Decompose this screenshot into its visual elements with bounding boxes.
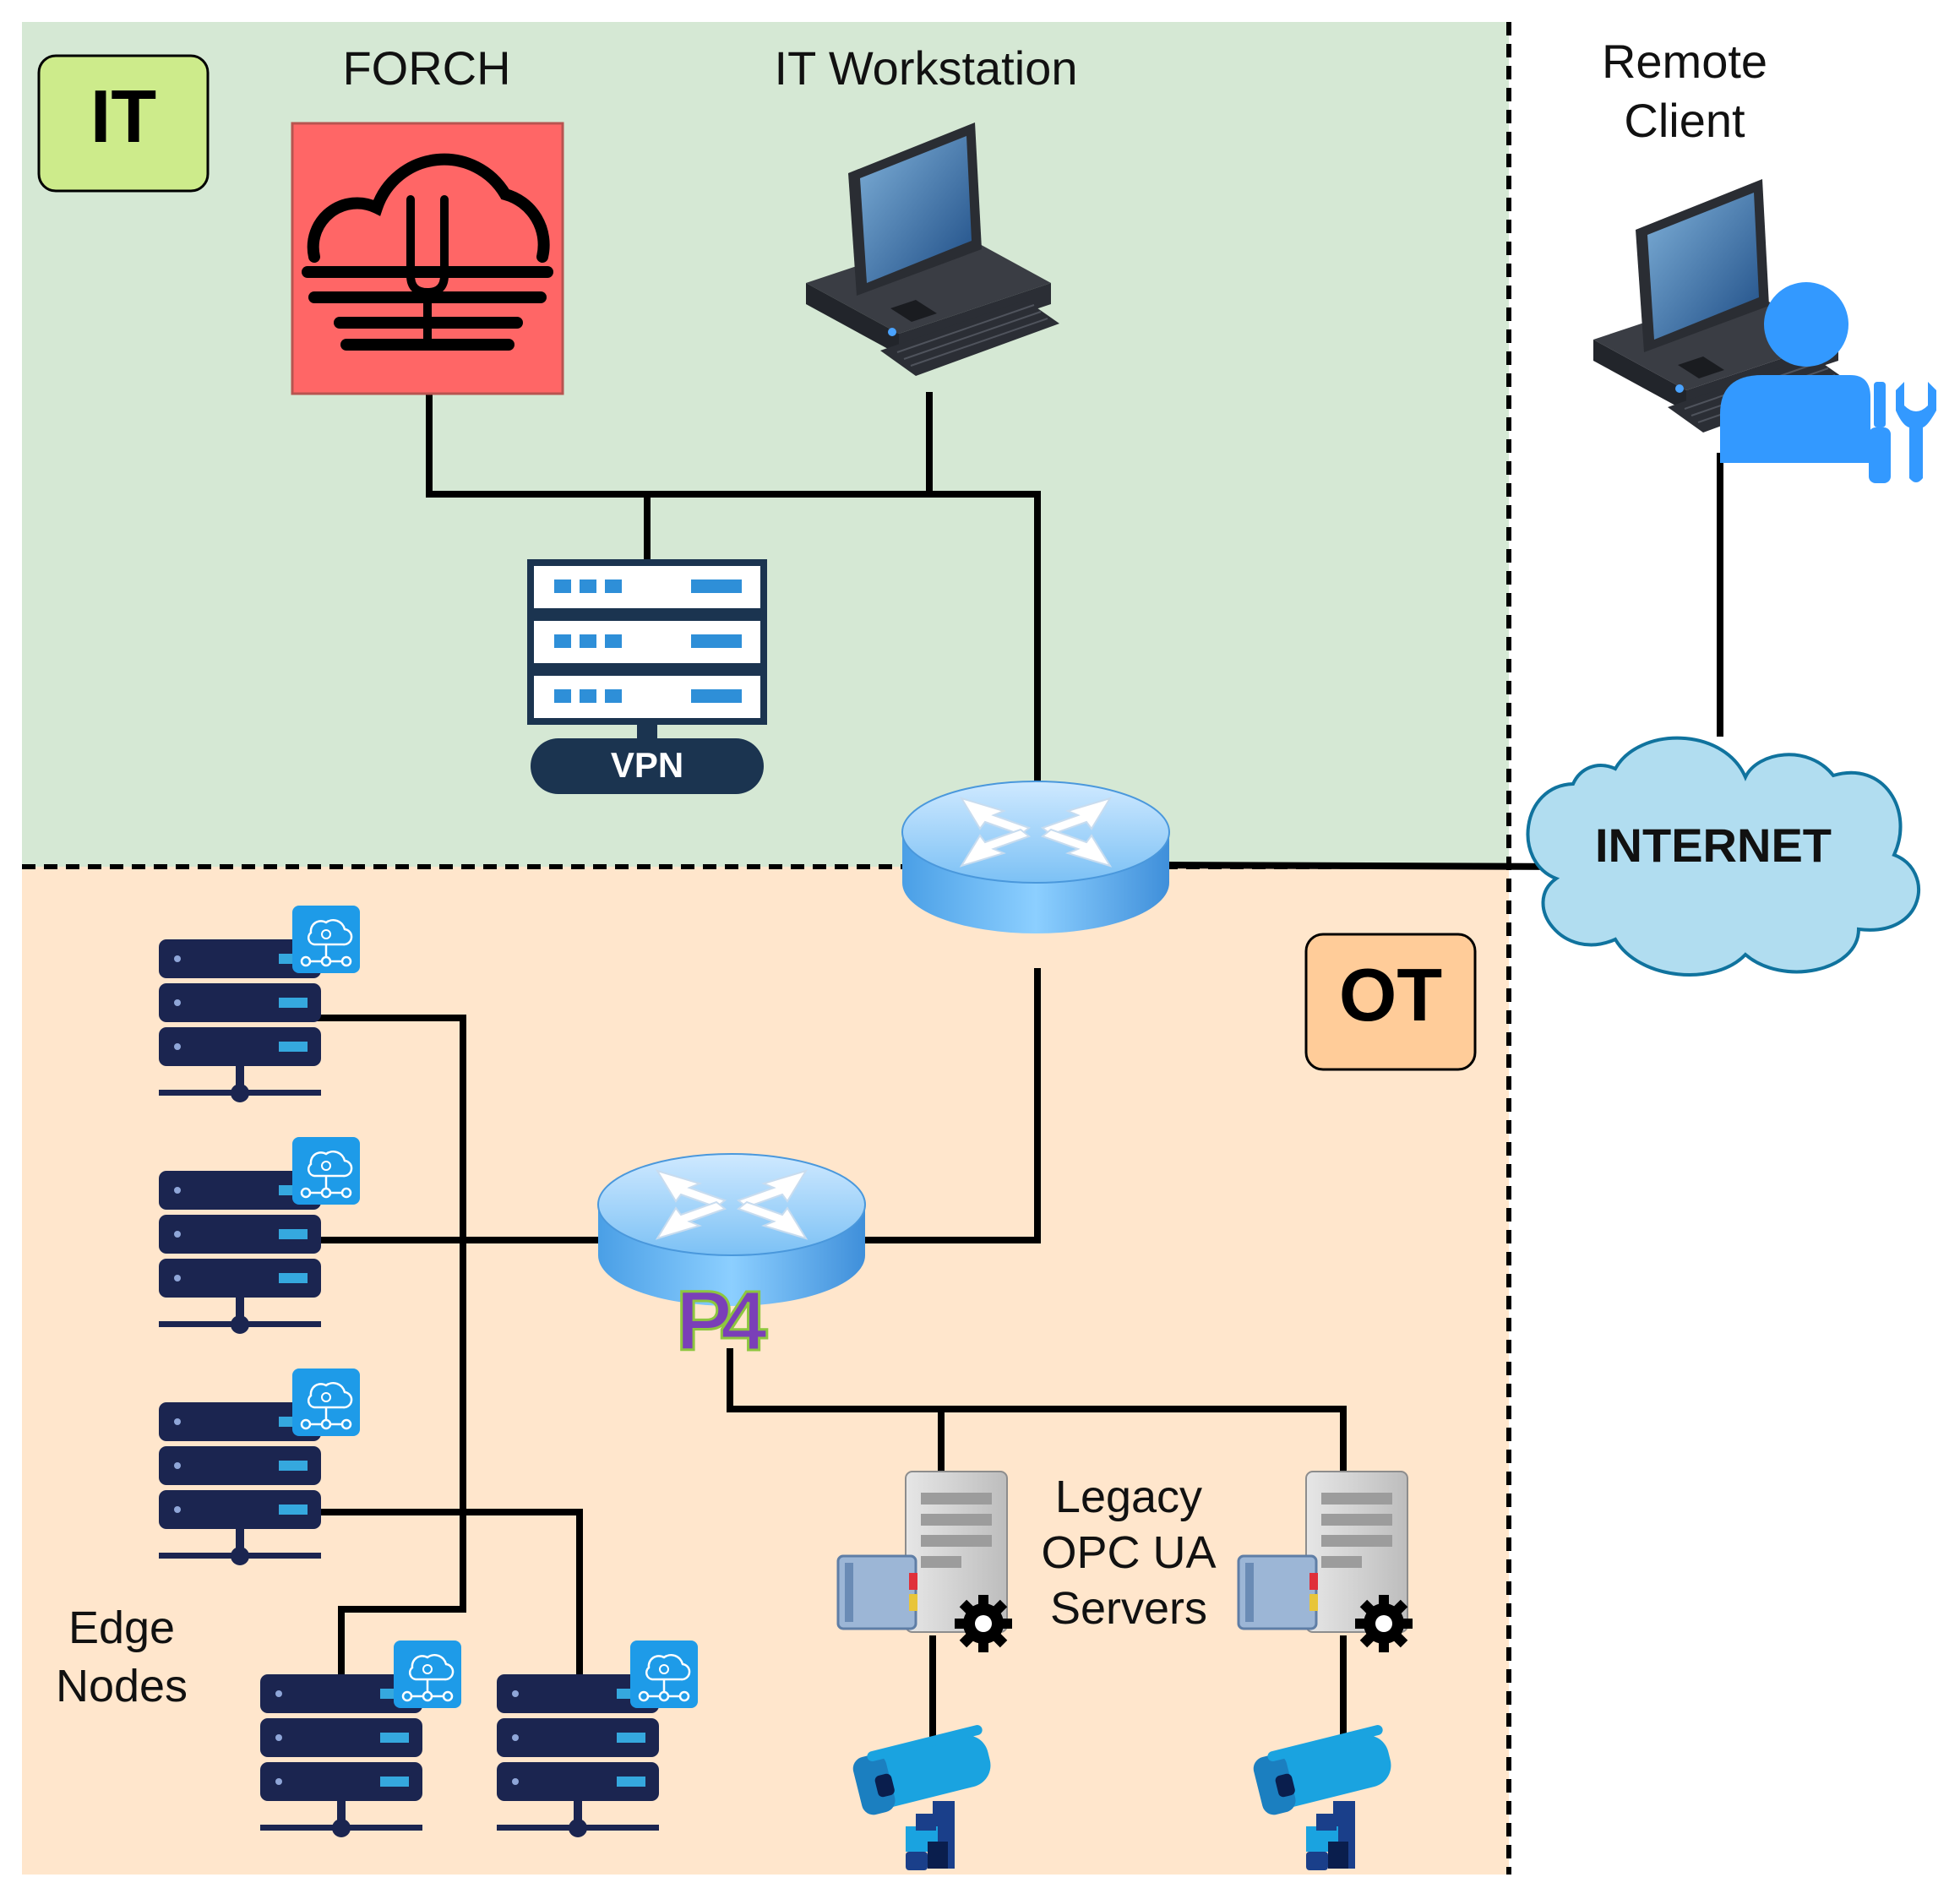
link-router-internet (1162, 861, 1576, 871)
legacy-servers-label-line1: Legacy (1055, 1472, 1202, 1522)
it-zone (22, 22, 1509, 867)
edge-nodes-caption: Edge Nodes (56, 1602, 188, 1711)
remote-client-label-line1: Remote (1602, 35, 1767, 88)
legacy-servers-label-line2: OPC UA (1041, 1527, 1216, 1578)
p4-logo-label: P4 (676, 1274, 768, 1368)
ot-zone-badge: OT (1304, 933, 1477, 1071)
router-icon (901, 781, 1170, 934)
remote-client-node[interactable]: Remote Client (1592, 35, 1936, 483)
remote-user-maintenance-icon (1720, 282, 1936, 483)
it-zone-badge: IT (37, 54, 210, 193)
it-workstation-node[interactable]: IT Workstation (775, 41, 1078, 377)
vpn-node[interactable]: VPN (527, 559, 767, 794)
link-p4-servers (727, 1348, 1347, 1475)
link-border-to-p4 (863, 968, 1041, 1243)
network-links (316, 389, 1723, 1744)
cloud-icon (1526, 736, 1920, 977)
border-router[interactable] (901, 781, 1170, 934)
ot-zone-label: OT (1339, 953, 1442, 1037)
it-zone-label: IT (90, 74, 156, 158)
forch-node[interactable]: FORCH (291, 41, 564, 395)
forch-label: FORCH (342, 41, 510, 95)
link-edge-1 (316, 1015, 466, 1674)
cloud-tuning-fork-icon (302, 153, 553, 351)
remote-client-label-line2: Client (1624, 94, 1745, 147)
edge-nodes-label-line2: Nodes (56, 1661, 188, 1711)
it-workstation-label: IT Workstation (775, 41, 1078, 95)
internet-label: INTERNET (1595, 819, 1832, 872)
link-forch-bus (426, 389, 1041, 785)
legacy-servers-caption: Legacy OPC UA Servers (1041, 1472, 1216, 1634)
legacy-servers-label-line3: Servers (1050, 1583, 1207, 1634)
vpn-label: VPN (611, 745, 683, 785)
internet-node[interactable]: INTERNET (1526, 736, 1920, 977)
link-edge-3 (316, 1509, 583, 1674)
edge-nodes-label-line1: Edge (68, 1602, 175, 1653)
vpn-server-rack-icon (527, 559, 767, 794)
